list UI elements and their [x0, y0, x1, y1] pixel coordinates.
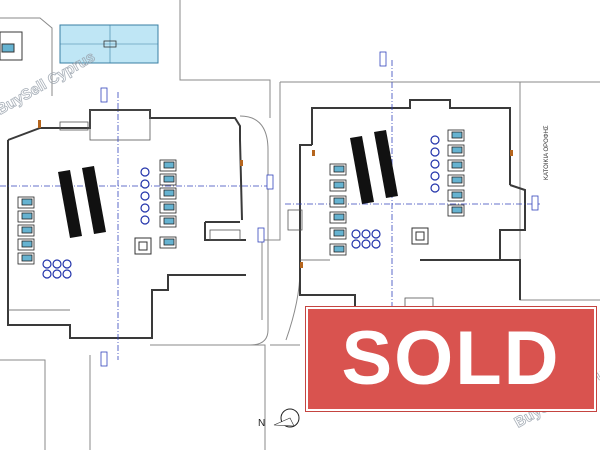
solar-panel-icon: [58, 130, 398, 238]
street-label: ΚΑΤΟΙΚΙΑ ΟΡΟΦΗΣ: [544, 125, 550, 180]
north-label: N: [258, 418, 265, 429]
motorbike-space-icon: [42, 135, 440, 279]
watermark-left: BuySell Cyprus: [0, 48, 98, 118]
section-marker-icon: [100, 51, 539, 367]
top-left-feature: [0, 31, 23, 61]
right-building: [299, 99, 526, 310]
left-building: [7, 109, 246, 339]
left-building-thin: [8, 109, 241, 311]
compass-icon: N: [258, 408, 306, 429]
parking-space-icon: [17, 129, 465, 265]
door-markers: [38, 120, 513, 268]
sold-text: SOLD: [341, 316, 561, 401]
top-solar-array: [59, 24, 159, 64]
lift-core: [134, 227, 429, 255]
sold-badge: SOLD: [305, 306, 597, 412]
right-building-thin: [287, 209, 434, 317]
